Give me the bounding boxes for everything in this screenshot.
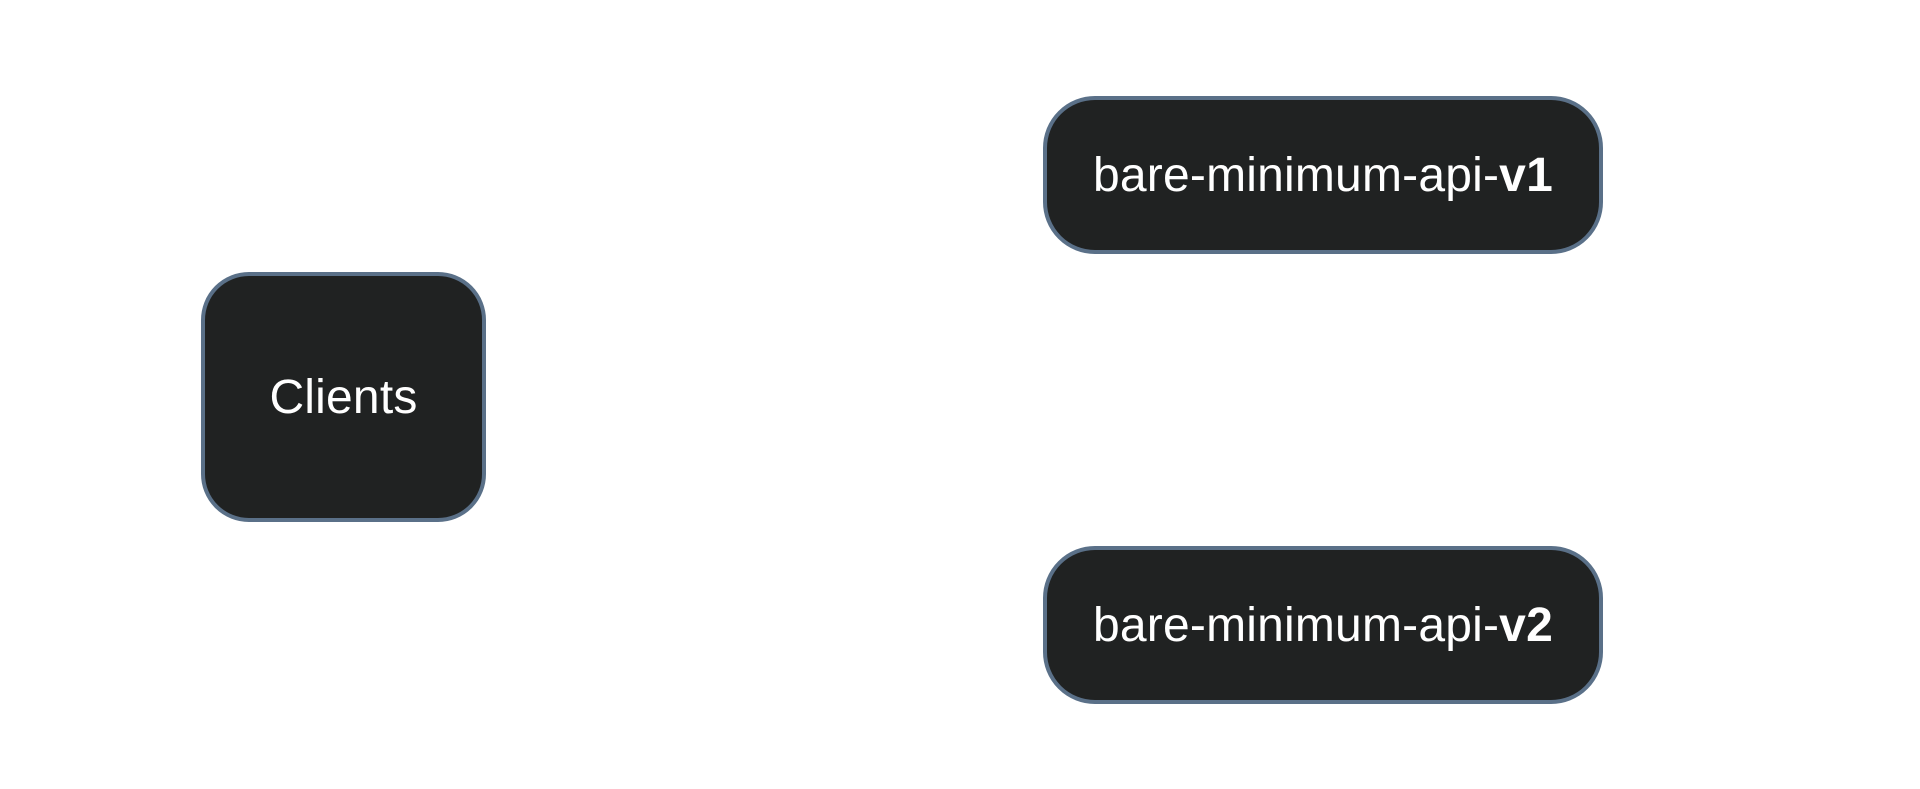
api-v1-node: bare-minimum-api-v1	[1043, 96, 1603, 254]
api-v1-node-label: bare-minimum-api-v1	[1093, 148, 1553, 203]
clients-node: Clients	[201, 272, 486, 522]
clients-node-label: Clients	[269, 370, 418, 424]
api-v2-name-prefix: bare-minimum-api-	[1093, 598, 1500, 652]
api-v1-version-suffix: v1	[1499, 148, 1553, 202]
api-v2-node-label: bare-minimum-api-v2	[1093, 598, 1553, 653]
api-v1-name-prefix: bare-minimum-api-	[1093, 148, 1500, 202]
api-v2-node: bare-minimum-api-v2	[1043, 546, 1603, 704]
api-v2-version-suffix: v2	[1499, 598, 1553, 652]
